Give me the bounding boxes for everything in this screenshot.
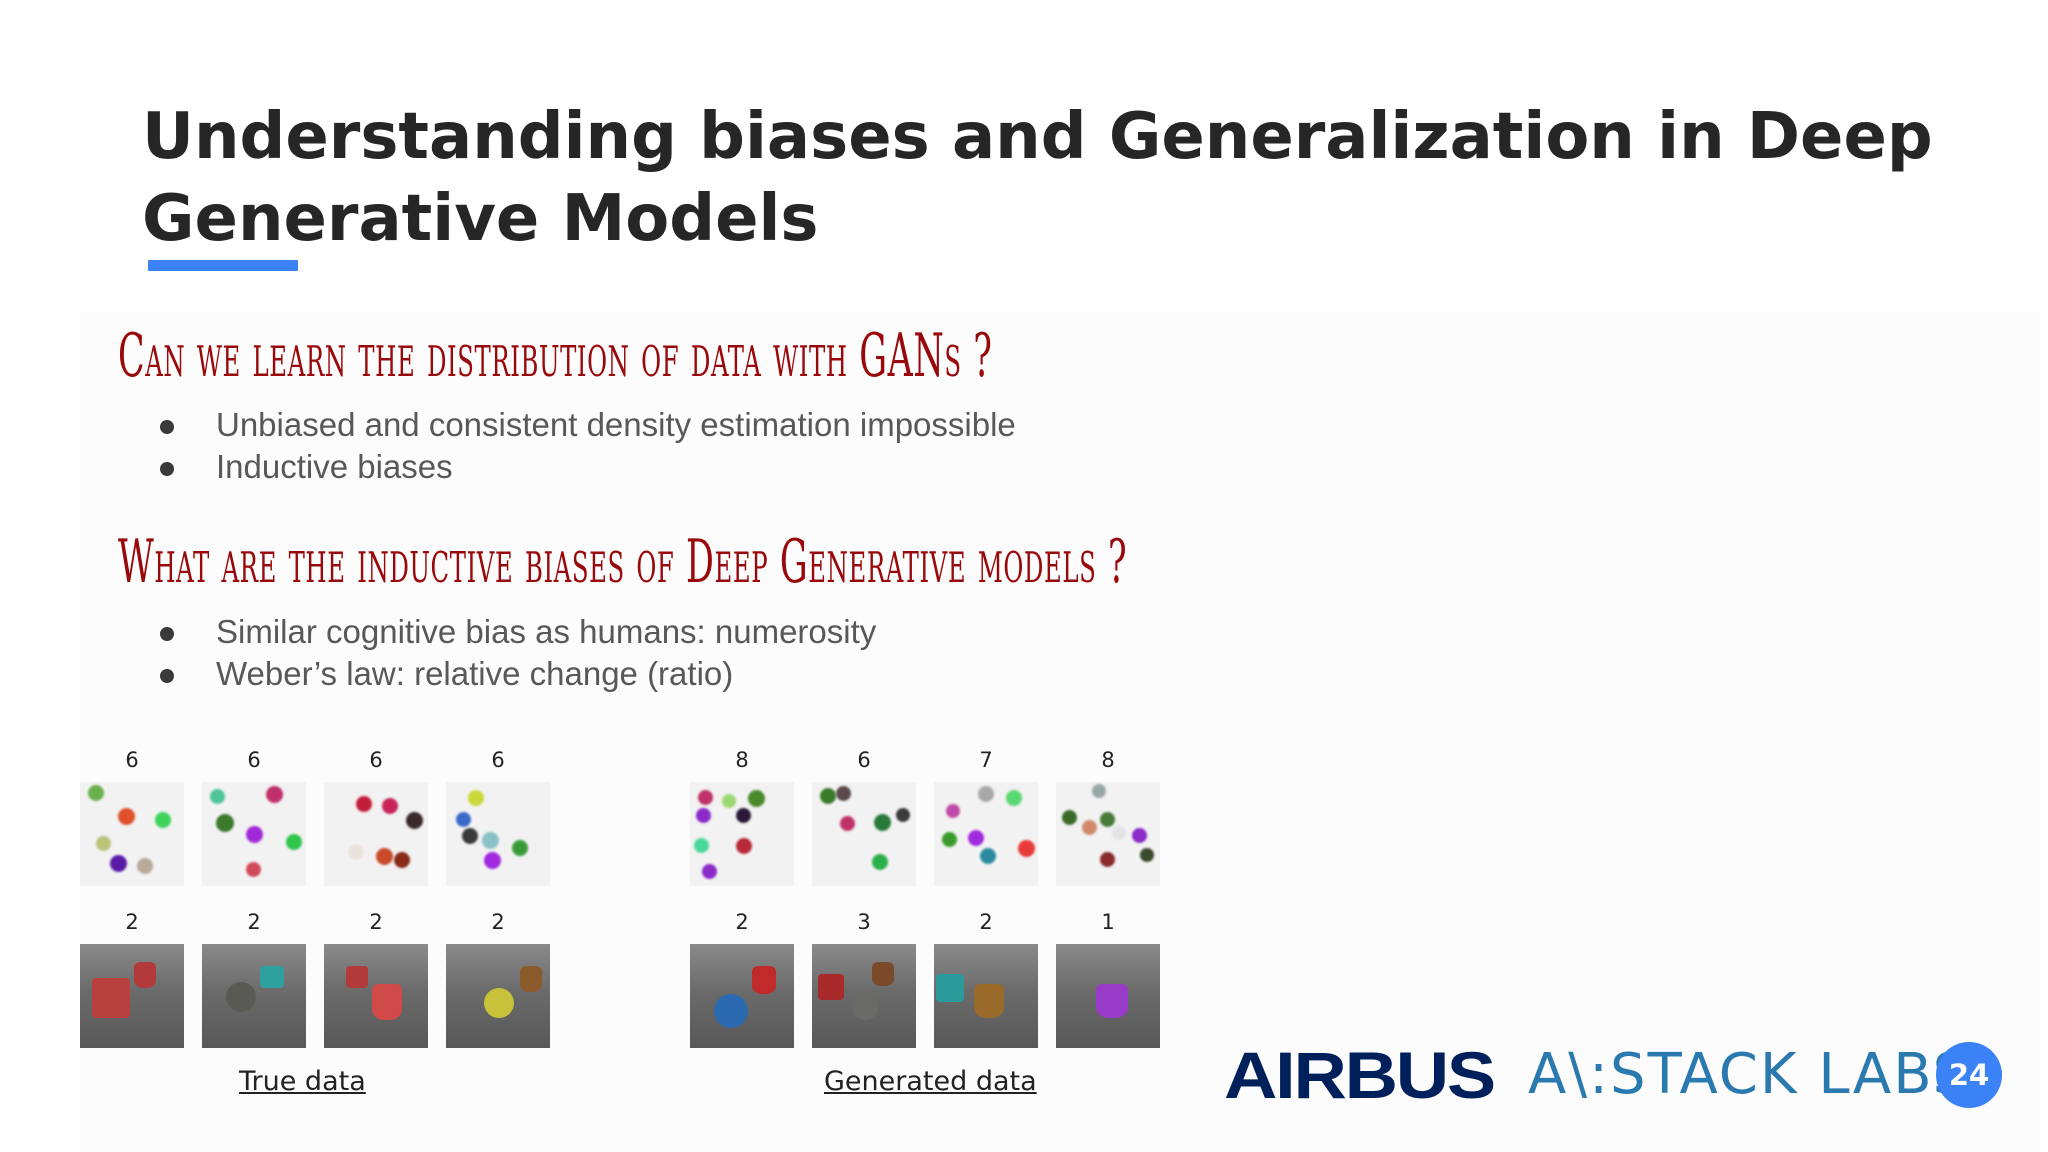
true-objects-count-label: 2	[369, 910, 383, 934]
true-dots-count-label: 6	[491, 748, 505, 772]
generated-data-caption: Generated data	[824, 1066, 1037, 1097]
section-heading-inductive-biases: What are the inductive biases of Deep Ge…	[118, 527, 1128, 597]
slide-title: Understanding biases and Generalization …	[142, 100, 1933, 256]
bullet-list-inductive-biases: Similar cognitive bias as humans: numero…	[152, 611, 876, 695]
bullet-item: Similar cognitive bias as humans: numero…	[152, 611, 876, 653]
true-dots-image	[80, 782, 184, 886]
generated-render-image	[1056, 944, 1160, 1048]
bullet-text: Similar cognitive bias as humans: numero…	[216, 613, 877, 650]
true-dots-count-label: 6	[125, 748, 139, 772]
generated-render-image	[690, 944, 794, 1048]
true-dots-image	[324, 782, 428, 886]
true-objects-count-label: 2	[491, 910, 505, 934]
bullet-dot-icon	[160, 462, 174, 476]
generated-objects-count-label: 3	[857, 910, 871, 934]
section-heading-gans: Can we learn the distribution of data wi…	[118, 321, 993, 391]
true-dots-image	[446, 782, 550, 886]
bullet-dot-icon	[160, 627, 174, 641]
true-render-image	[446, 944, 550, 1048]
generated-dots-image	[934, 782, 1038, 886]
true-dots-count-label: 6	[369, 748, 383, 772]
bullet-text: Inductive biases	[216, 448, 453, 485]
generated-render-image	[812, 944, 916, 1048]
generated-dots-count-label: 8	[735, 748, 749, 772]
bullet-item: Inductive biases	[152, 446, 1016, 488]
true-objects-count-label: 2	[247, 910, 261, 934]
bullet-item: Unbiased and consistent density estimati…	[152, 404, 1016, 446]
true-objects-count-label: 2	[125, 910, 139, 934]
bullet-list-gans: Unbiased and consistent density estimati…	[152, 404, 1016, 488]
generated-render-image	[934, 944, 1038, 1048]
page-number-badge: 24	[1936, 1042, 2002, 1108]
generated-dots-count-label: 8	[1101, 748, 1115, 772]
bullet-item: Weber’s law: relative change (ratio)	[152, 653, 876, 695]
generated-dots-count-label: 6	[857, 748, 871, 772]
generated-objects-count-label: 2	[735, 910, 749, 934]
generated-objects-count-label: 2	[979, 910, 993, 934]
generated-dots-image	[812, 782, 916, 886]
stack-labs-logo: A\:STACK LABS	[1528, 1042, 1971, 1107]
title-underline	[148, 260, 298, 271]
true-render-image	[324, 944, 428, 1048]
generated-dots-image	[690, 782, 794, 886]
bullet-text: Unbiased and consistent density estimati…	[216, 406, 1016, 443]
generated-dots-image	[1056, 782, 1160, 886]
true-dots-count-label: 6	[247, 748, 261, 772]
true-dots-image	[202, 782, 306, 886]
generated-objects-count-label: 1	[1101, 910, 1115, 934]
bullet-text: Weber’s law: relative change (ratio)	[216, 655, 734, 692]
true-render-image	[202, 944, 306, 1048]
generated-dots-count-label: 7	[979, 748, 993, 772]
true-render-image	[80, 944, 184, 1048]
true-data-caption: True data	[239, 1066, 366, 1097]
bullet-dot-icon	[160, 669, 174, 683]
bullet-dot-icon	[160, 420, 174, 434]
airbus-logo: AIRBUS	[1224, 1038, 1496, 1112]
